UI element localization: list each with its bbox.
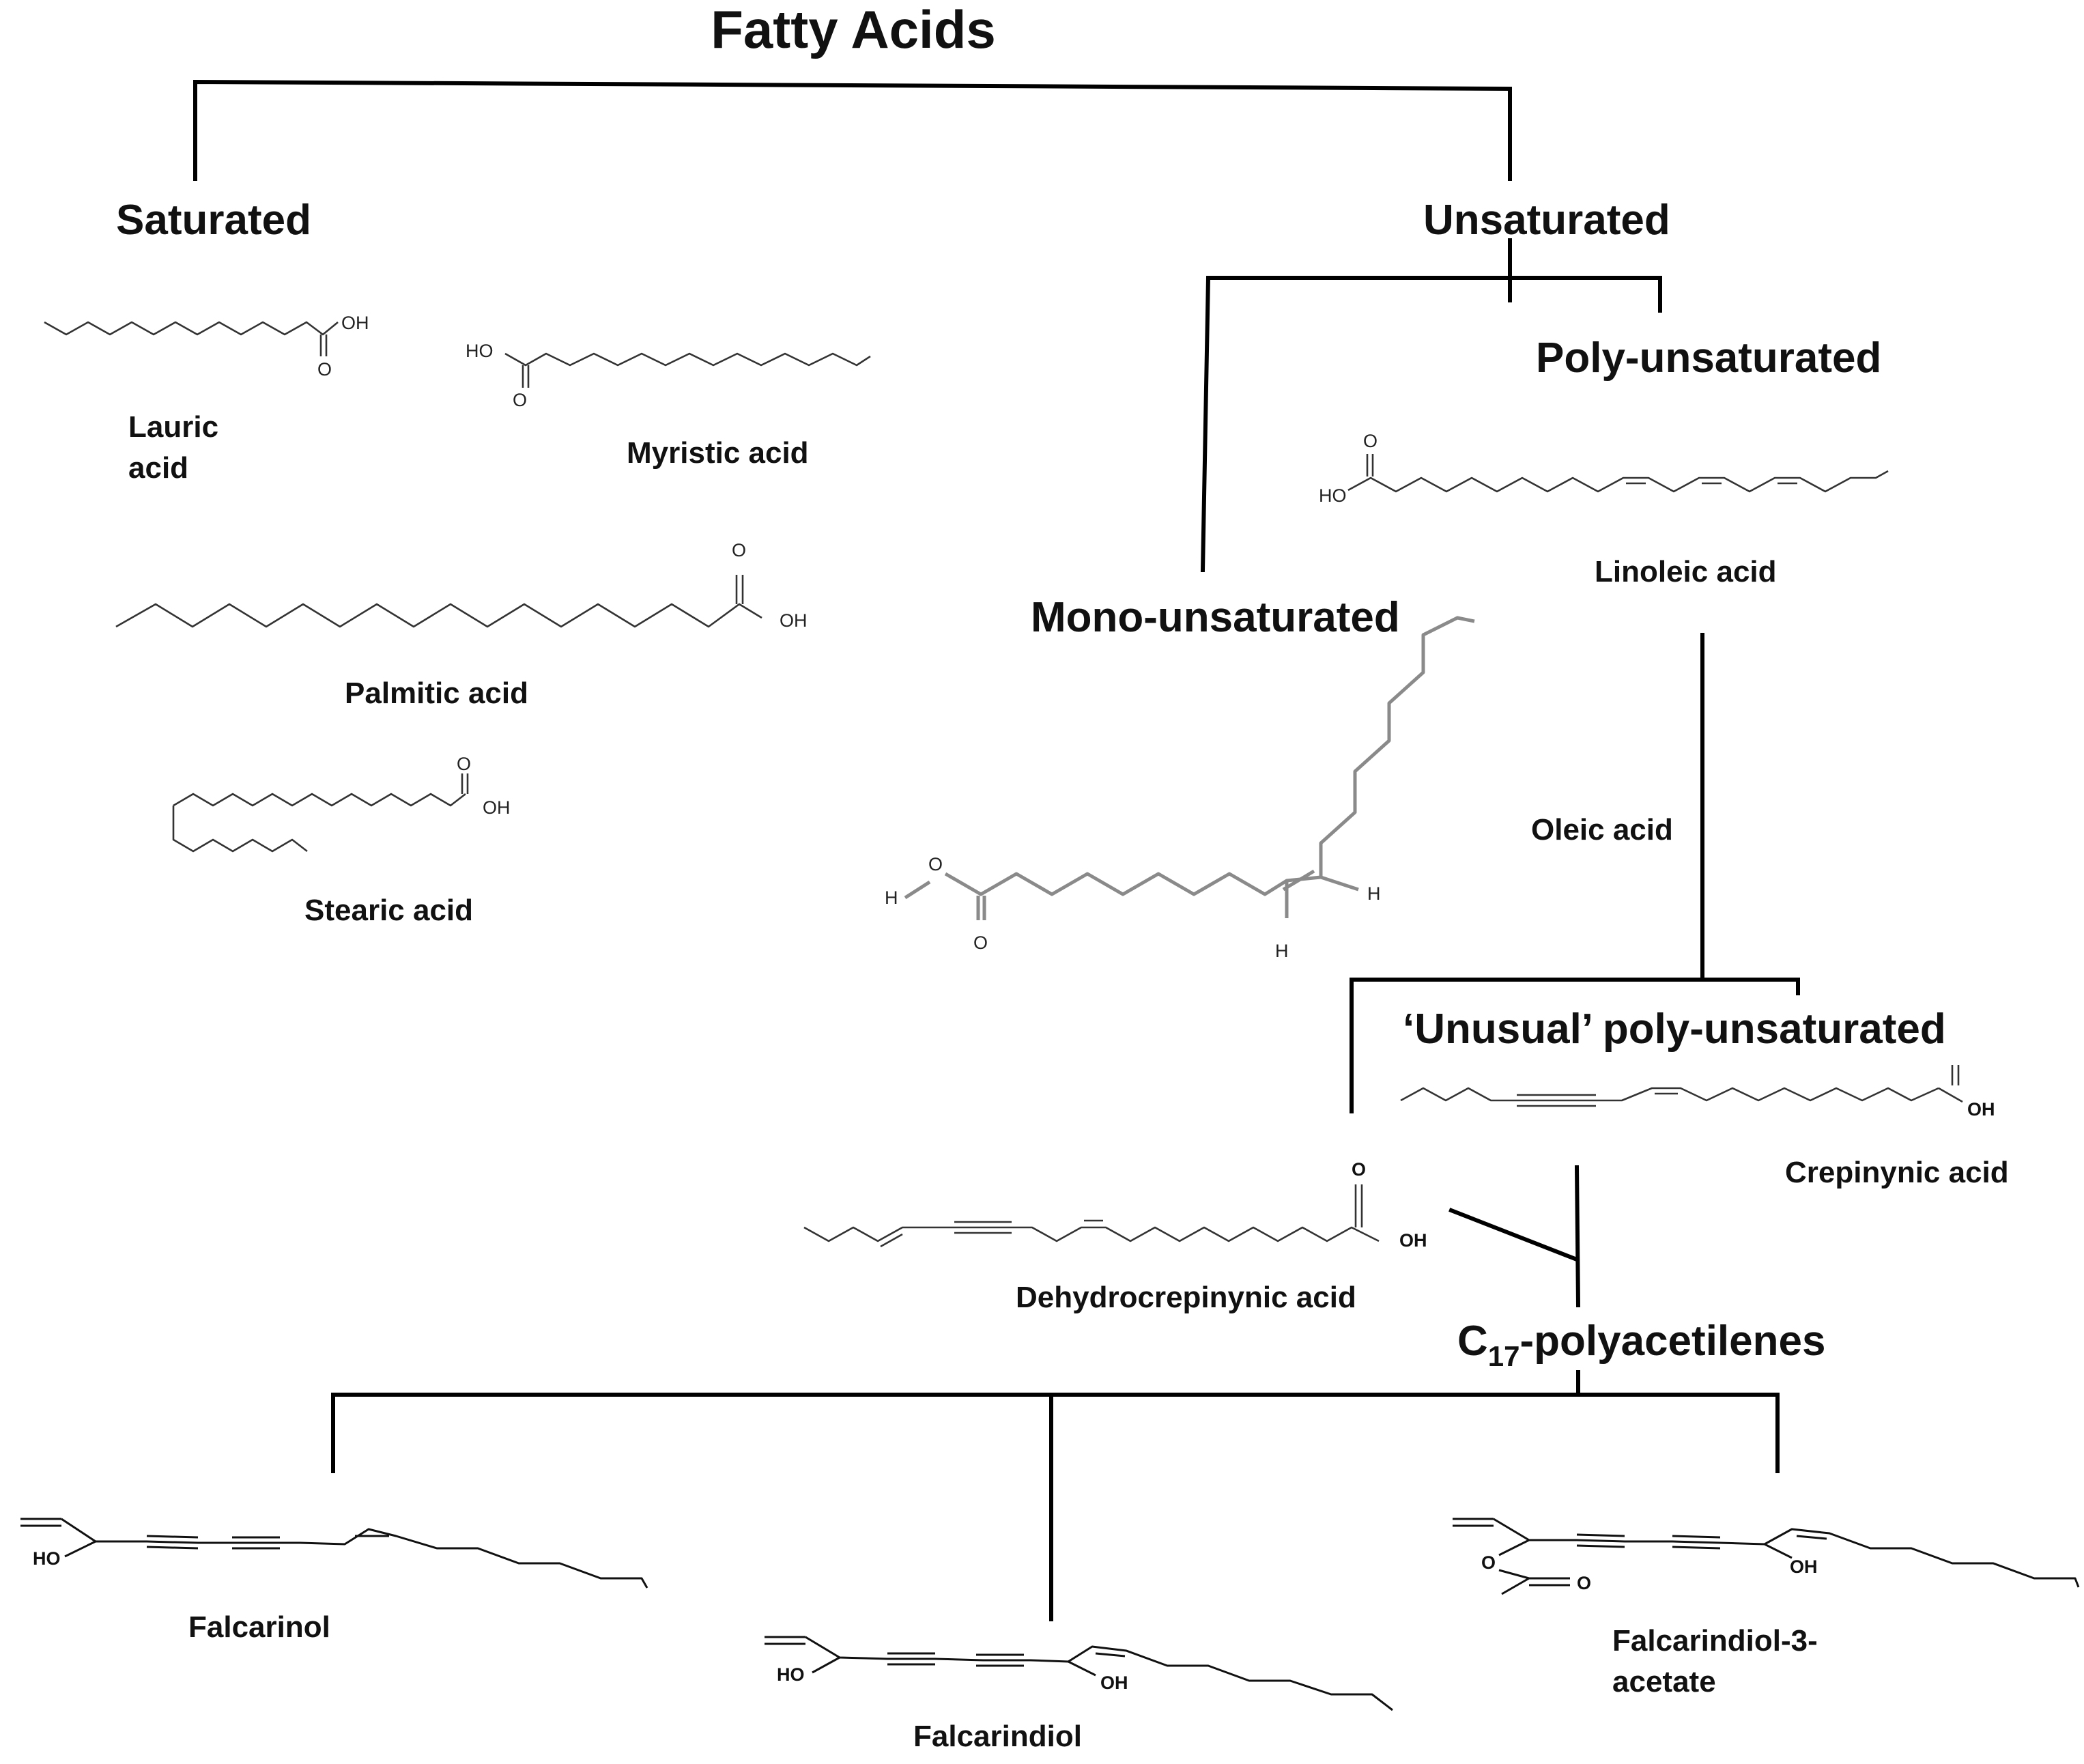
page-title: Fatty Acids xyxy=(711,0,996,59)
falcarindiol-label: Falcarindiol xyxy=(913,1720,1082,1753)
dehydrocrepinynic-o-label: O xyxy=(1352,1159,1366,1180)
lauric-o-label: O xyxy=(317,359,332,380)
acetate-triple-bond-1b xyxy=(1576,1544,1625,1548)
stearic-chain-lower xyxy=(172,806,308,853)
dehydrocrepinynic-to-c17-line xyxy=(1448,1208,1580,1262)
myristic-acid-structure: HO O xyxy=(466,341,871,410)
oleic-chain-tail xyxy=(1319,616,1475,877)
oleic-h-right-label: H xyxy=(1367,883,1381,904)
linoleic-acid-label: Linoleic acid xyxy=(1595,555,1777,588)
falcarindiol-oh-bond xyxy=(1068,1660,1096,1677)
palmitic-o-label: O xyxy=(732,540,746,560)
myristic-o-label: O xyxy=(513,390,527,410)
oleic-h-bond-right xyxy=(1320,875,1359,892)
oleic-oh-bond xyxy=(904,880,931,900)
falcarindiol-chain xyxy=(805,1636,1393,1711)
c17-suffix: -polyacetilenes xyxy=(1520,1318,1826,1365)
tree-connectors xyxy=(193,79,1800,1621)
palmitic-chain xyxy=(115,603,762,628)
falcarindiol-acetate-label-line1: Falcarindiol-3- xyxy=(1612,1624,1818,1658)
oleic-acid-structure: H O O H H xyxy=(885,616,1475,961)
c17-prefix: C xyxy=(1457,1318,1488,1365)
linoleic-acid-structure: O HO xyxy=(1319,431,1889,506)
oleic-acid-label: Oleic acid xyxy=(1531,813,1673,847)
palmitic-acid-structure: O OH xyxy=(115,540,808,631)
falcarindiol-cis-double-bond xyxy=(1095,1652,1126,1658)
crepinynic-acid-structure: OH xyxy=(1400,1065,1995,1120)
lauric-acid-label-line2: acid xyxy=(128,451,188,485)
myristic-acid-label: Myristic acid xyxy=(627,436,809,470)
falcarinol-structure: HO xyxy=(20,1518,648,1589)
stearic-chain-upper xyxy=(173,793,466,807)
unusual-connector xyxy=(1350,978,1800,1113)
acetate-oh-label: OH xyxy=(1790,1556,1818,1577)
acetate-triple-bond-2a xyxy=(1672,1535,1721,1539)
oleic-chain-head xyxy=(944,872,1322,896)
falcarinol-ho-label: HO xyxy=(33,1548,61,1569)
linoleic-ho-label: HO xyxy=(1319,485,1347,506)
lauric-acid-structure: OH O xyxy=(44,313,369,380)
root-connector xyxy=(193,79,1512,181)
falcarindiol-oh-label: OH xyxy=(1100,1673,1128,1693)
falcarinol-oh-bond xyxy=(64,1540,96,1558)
linoleic-chain xyxy=(1347,470,1889,493)
c17-subscript: 17 xyxy=(1488,1340,1520,1372)
unsaturated-connector xyxy=(1200,276,1662,573)
stearic-acid-label: Stearic acid xyxy=(304,894,473,927)
crepinynic-acid-label: Crepinynic acid xyxy=(1785,1156,2009,1189)
crepinynic-acid-bond xyxy=(1938,1087,1963,1103)
falcarinol-chain xyxy=(61,1518,648,1589)
linoleic-o-label: O xyxy=(1363,431,1378,451)
acetate-chain xyxy=(1493,1518,2080,1588)
oleic-o-lower-label: O xyxy=(973,933,988,953)
falcarindiol-acetate-label-line2: acetate xyxy=(1612,1665,1716,1698)
falcarinol-triple-bond-1b xyxy=(146,1546,199,1550)
mono-unsaturated-heading: Mono-unsaturated xyxy=(1031,594,1400,641)
falcarindiol-acetate-structure: O O OH xyxy=(1453,1518,2080,1595)
lauric-acid-label-line1: Lauric xyxy=(128,410,218,444)
oleic-h-bottom-label: H xyxy=(1275,941,1289,961)
falcarindiol-ho-bond xyxy=(812,1656,840,1674)
myristic-chain xyxy=(504,352,871,367)
lauric-chain xyxy=(44,321,339,336)
stearic-oh-label: OH xyxy=(483,797,511,818)
dehydrocrepinynic-trans-double-bond xyxy=(880,1233,903,1248)
acetate-acyl-bond xyxy=(1498,1569,1530,1595)
falcarinol-triple-bond-1a xyxy=(146,1535,199,1539)
acetate-cis-double-bond xyxy=(1796,1535,1827,1540)
dehydrocrepinynic-chain xyxy=(803,1226,1380,1242)
dehydrocrepinynic-acid-label: Dehydrocrepinynic acid xyxy=(1016,1281,1356,1314)
lauric-oh-label: OH xyxy=(341,313,369,333)
acetate-triple-bond-2b xyxy=(1672,1546,1721,1550)
crepinynic-oh-label: OH xyxy=(1967,1099,1995,1120)
poly-unsaturated-heading: Poly-unsaturated xyxy=(1536,335,1881,382)
unsaturated-heading: Unsaturated xyxy=(1423,197,1670,244)
falcarindiol-structure: HO OH xyxy=(765,1636,1393,1711)
unusual-poly-unsaturated-heading: ‘Unusual’ poly-unsaturated xyxy=(1403,1006,1946,1053)
c17-connector xyxy=(331,1393,1780,1473)
oleic-h-left-label: H xyxy=(885,887,898,908)
dehydrocrepinynic-oh-label: OH xyxy=(1399,1230,1427,1251)
crepinynic-to-c17-line xyxy=(1574,1165,1581,1308)
acetate-triple-bond-1a xyxy=(1576,1533,1625,1537)
saturated-heading: Saturated xyxy=(116,197,311,244)
myristic-ho-label: HO xyxy=(466,341,494,361)
falcarindiol-ho-label: HO xyxy=(777,1664,805,1685)
c17-polyacetilenes-heading: C17-polyacetilenes xyxy=(1457,1318,1825,1372)
crepinynic-chain xyxy=(1400,1087,1939,1102)
stearic-acid-structure: O OH xyxy=(172,754,511,853)
palmitic-oh-label: OH xyxy=(780,610,808,631)
palmitic-acid-label: Palmitic acid xyxy=(345,677,528,710)
acetate-ester-o-label: O xyxy=(1481,1552,1496,1573)
acetate-carbonyl-o-label: O xyxy=(1577,1573,1591,1593)
stearic-o-label: O xyxy=(457,754,471,774)
acetate-ester-bond xyxy=(1498,1539,1530,1556)
acetate-oh-bond xyxy=(1764,1543,1793,1559)
oleic-o-upper-label: O xyxy=(928,854,943,874)
dehydrocrepinynic-acid-structure: O OH xyxy=(803,1159,1427,1251)
falcarinol-label: Falcarinol xyxy=(188,1610,330,1644)
